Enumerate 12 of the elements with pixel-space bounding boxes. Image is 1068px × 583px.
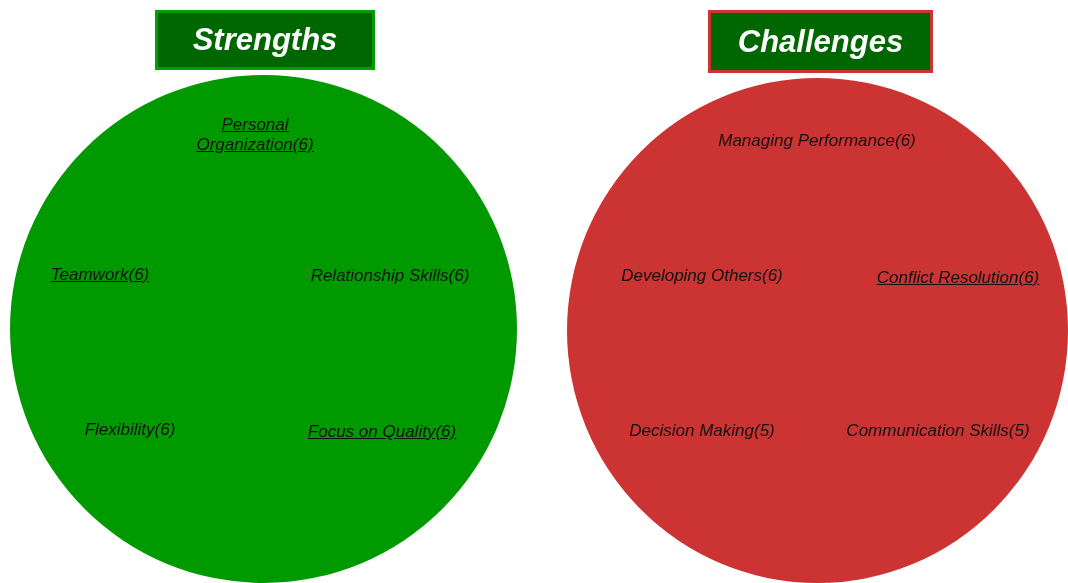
skill-label: Flexibility(6) — [84, 420, 176, 440]
heading-box: Strengths — [155, 10, 375, 70]
skill-label: Developing Others(6) — [621, 266, 783, 286]
skill-label: Managing Performance(6) — [718, 131, 916, 151]
skill-label: Conflict Resolution(6) — [876, 268, 1040, 288]
heading-box: Challenges — [708, 10, 933, 73]
skill-label: Teamwork(6) — [50, 265, 150, 285]
skill-label: Focus on Quality(6) — [307, 422, 457, 442]
skill-label: Relationship Skills(6) — [310, 266, 470, 286]
skill-label: Personal Organization(6) — [195, 115, 315, 155]
skill-label: Communication Skills(5) — [846, 421, 1030, 441]
skill-label: Decision Making(5) — [629, 421, 775, 441]
